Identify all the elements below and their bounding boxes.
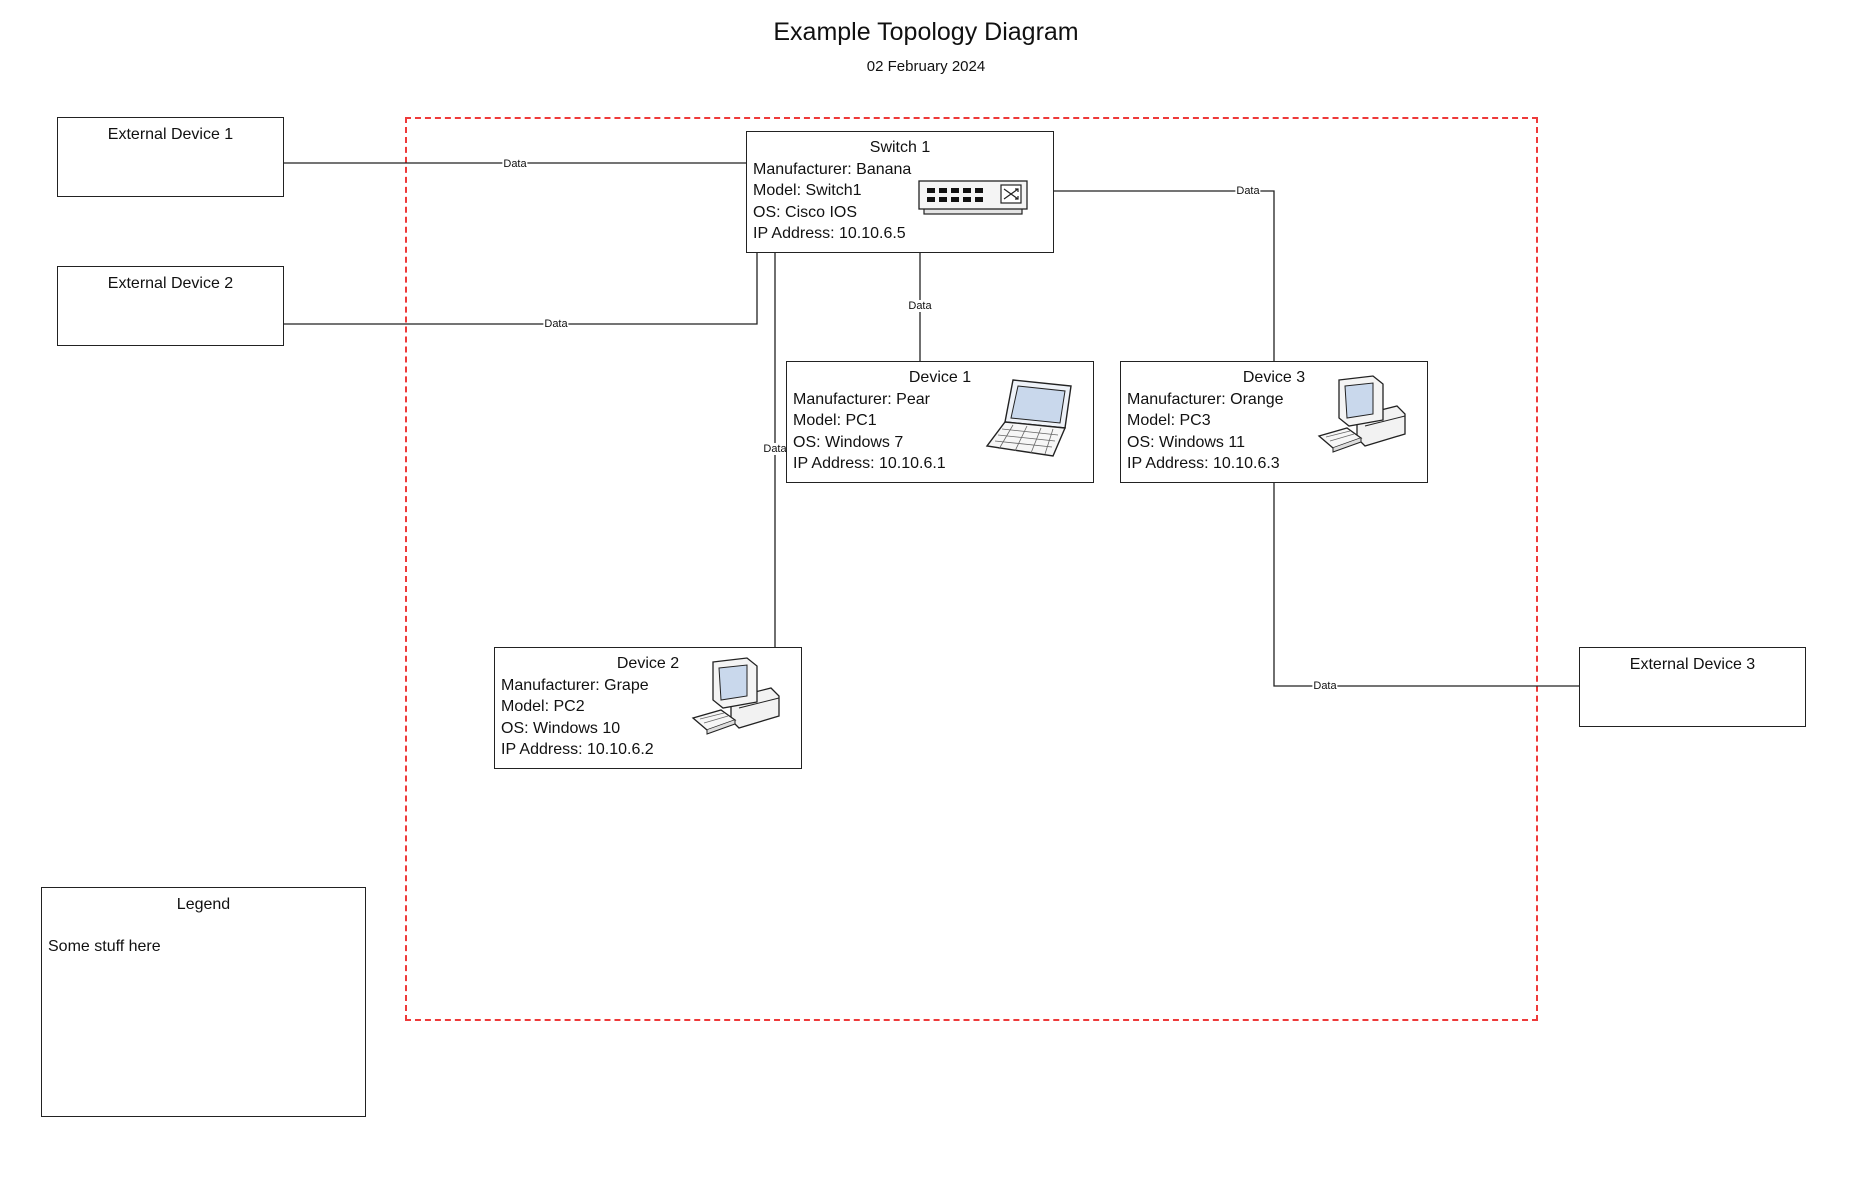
switch-1-ip: IP Address: 10.10.6.5 [753,225,906,243]
diagram-date: 02 February 2024 [866,58,986,75]
link-label: Data [1312,680,1338,692]
device-2-os: OS: Windows 10 [501,719,621,737]
link-ext2-switch1 [284,253,758,325]
external-device-2: External Device 2 [57,266,284,346]
desktop-computer-icon [1317,375,1406,453]
link-switch1-device3 [1053,190,1275,361]
laptop-icon [985,379,1072,457]
legend-title: Legend [176,896,231,913]
switch-1-model: Model: Switch1 [753,182,862,200]
device-1-manufacturer: Manufacturer: Pear [793,390,930,408]
switch-1-os: OS: Cisco IOS [753,203,858,221]
device-3-model: Model: PC3 [1127,412,1211,430]
switch-1-name: Switch 1 [869,139,931,156]
device-1-name: Device 1 [908,369,972,386]
device-2-model: Model: PC2 [501,698,585,716]
device-2-node: Device 2 Manufacturer: Grape Model: PC2 … [494,647,802,769]
link-label: Data [762,443,788,455]
device-1-model: Model: PC1 [793,412,877,430]
device-1-node: Device 1 Manufacturer: Pear Model: PC1 O… [786,361,1094,483]
device-3-os: OS: Windows 11 [1127,433,1245,451]
external-device-2-name: External Device 2 [107,275,234,292]
device-2-name: Device 2 [616,655,680,672]
switch-1-manufacturer: Manufacturer: Banana [753,160,912,178]
link-label: Data [543,318,569,330]
link-device3-ext3 [1273,483,1579,687]
legend-box: Legend Some stuff here [41,887,366,1117]
device-3-manufacturer: Manufacturer: Orange [1127,390,1284,408]
link-label: Data [502,158,528,170]
external-device-1: External Device 1 [57,117,284,197]
device-2-manufacturer: Manufacturer: Grape [501,676,649,694]
link-label: Data [907,300,933,312]
device-1-ip: IP Address: 10.10.6.1 [793,455,946,473]
device-1-os: OS: Windows 7 [793,433,904,451]
device-3-name: Device 3 [1242,369,1306,386]
external-device-3: External Device 3 [1579,647,1806,727]
network-switch-icon [918,180,1028,215]
desktop-computer-icon [691,657,780,735]
device-2-ip: IP Address: 10.10.6.2 [501,741,654,759]
network-boundary [405,117,1538,1021]
diagram-title: Example Topology Diagram [773,18,1079,46]
external-device-1-name: External Device 1 [107,126,234,143]
device-3-ip: IP Address: 10.10.6.3 [1127,455,1280,473]
legend-body: Some stuff here [48,937,161,955]
device-3-node: Device 3 Manufacturer: Orange Model: PC3… [1120,361,1428,483]
link-label: Data [1235,185,1261,197]
switch-1-node: Switch 1 Manufacturer: Banana Model: Swi… [746,131,1054,253]
external-device-3-name: External Device 3 [1629,656,1756,673]
